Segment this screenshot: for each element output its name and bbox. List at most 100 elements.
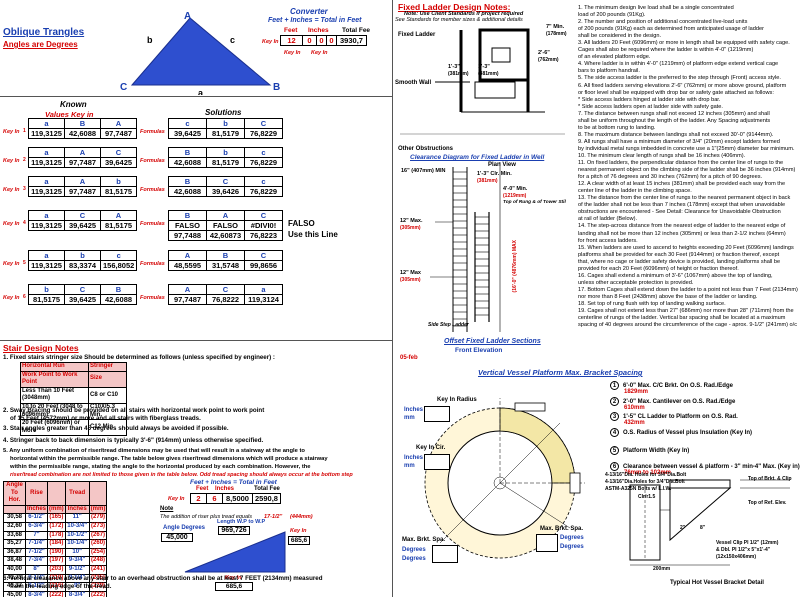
converter-frac2-input[interactable]: 0	[326, 35, 337, 46]
ladder-note-2: See Standards for member sizes & additio…	[395, 17, 523, 23]
stair-note-2: 2. Sway Bracing should be provided on al…	[3, 407, 265, 414]
legend-sub: 1829mm	[624, 389, 649, 395]
length-wp-label: Length W.P to W.P	[217, 519, 266, 525]
ladder-note-line: 7. The distance between rungs shall not …	[578, 110, 770, 117]
known-header-cell: a	[28, 250, 65, 261]
known-value-input[interactable]: 83,3374	[64, 260, 101, 271]
known-value-input[interactable]: 81,5175	[28, 294, 65, 305]
legend-sub: 610mm	[624, 405, 645, 411]
known-value-input[interactable]: 119,3125	[28, 186, 65, 197]
known-value-input[interactable]: 81,5175	[100, 220, 137, 231]
solution-header-cell: B	[168, 147, 207, 158]
stair-note-3: 3. Stair angles greater than 45 degrees …	[3, 425, 229, 432]
ladder-note-line: for a pitch of 76 degrees and 30 inches …	[578, 174, 763, 181]
legend-number-circle: 4	[610, 428, 619, 437]
known-header-cell: b	[28, 284, 65, 295]
converter-inches-input[interactable]: 0	[302, 35, 317, 46]
degrees-input-left[interactable]	[432, 545, 458, 563]
known-value-input[interactable]: 42,6088	[100, 294, 137, 305]
converter-formula: Feet + Inches = Total in Feet	[268, 17, 362, 24]
known-value-input[interactable]: 39,6425	[100, 157, 137, 168]
converter-keyin-footer-1: Key In	[284, 50, 301, 56]
solution-header-cell: C	[244, 250, 283, 261]
degrees-input-right[interactable]	[536, 534, 558, 552]
converter-keyin-footer-2: Key In	[311, 50, 328, 56]
bracket-note-3: ASTM-A325N Bolts w/ L.I.W.	[605, 486, 672, 492]
converter-frac1-input[interactable]: 0	[316, 35, 327, 46]
known-header-cell: a	[28, 147, 65, 158]
radius-input[interactable]	[424, 406, 450, 422]
ladder-note-line: 2. The number and position of additional…	[578, 19, 748, 26]
known-value-input[interactable]: 119,3125	[28, 260, 65, 271]
riser-header	[88, 481, 108, 506]
legend-number-circle: 2	[610, 397, 619, 406]
converter-feet-input[interactable]: 12	[280, 35, 303, 46]
smooth-wall-label: Smooth Wall	[395, 80, 432, 86]
key-in-height-input[interactable]: 685,6	[288, 536, 310, 545]
solution-header-cell: a	[244, 284, 283, 295]
bracket-note-5: Top of Ref. Elev.	[748, 500, 787, 506]
known-value-input[interactable]: 39,6425	[64, 220, 101, 231]
ladder-note-line: 5. The side access ladder is the preferr…	[578, 75, 781, 82]
row-number: 5	[23, 260, 26, 266]
cir-input[interactable]	[424, 454, 450, 470]
riser-cell: 7-3/4"	[24, 556, 49, 566]
legend-number-circle: 1	[610, 381, 619, 390]
solution-value: FALSO	[206, 220, 245, 231]
legend-text: 2'-0" Max. Cantilever on O.S. Rad./Edge	[623, 399, 736, 405]
vessel-platform-diagram	[424, 398, 585, 559]
stair-calc-feet-input[interactable]: 2	[190, 493, 207, 504]
riser-cell: 38,48	[3, 556, 26, 566]
riser-cell: (222)	[47, 590, 66, 597]
stair-note-2b: of 15 Feet (4572mm) or more and all stai…	[10, 415, 201, 422]
stair-calc-total-header: Total Fee	[254, 486, 280, 492]
stringer-run-1: Less Than 10 Feet (3048mm)	[20, 386, 89, 404]
tri-side-b: b	[147, 35, 153, 45]
ladder-note-line: Cages shall also be required where the l…	[578, 47, 754, 54]
known-header-cell: a	[28, 210, 65, 221]
solution-value: 39,6426	[206, 186, 245, 197]
ladder-dim-12max-a: 12" Max.	[400, 218, 423, 224]
stair-note-5: 5. Any uniform combination of riser/trea…	[3, 448, 305, 454]
riser-cell: 30,58	[3, 513, 26, 523]
tri-vertex-a: A	[184, 11, 191, 22]
known-value-input[interactable]: 42,6088	[64, 128, 101, 139]
ladder-note-line: bars to platform handrail.	[578, 68, 640, 75]
known-value-input[interactable]: 119,3125	[28, 157, 65, 168]
ladder-dim-16ft: (16'-0" (4876mm) MAX	[512, 240, 518, 293]
stair-note-6b: from the leading edge of the tread.	[10, 583, 112, 590]
fixed-ladder-diagram	[400, 28, 565, 332]
solution-header-cell: c	[244, 176, 283, 187]
radius-inches-label: Inches	[404, 407, 424, 413]
known-value-input[interactable]: 97,7487	[64, 186, 101, 197]
degrees-label-right-2: Degrees	[560, 544, 584, 550]
known-value-input[interactable]: 119,3125	[28, 220, 65, 231]
riser-cell: 10-1/2"	[64, 530, 90, 541]
key-in-label: Key In	[3, 295, 20, 301]
known-value-input[interactable]: 97,7487	[100, 128, 137, 139]
row-number: 4	[23, 220, 26, 226]
tri-vertex-c: C	[120, 82, 127, 93]
stair-calc-total: 8,5000	[222, 493, 253, 504]
solution-header-cell: B	[206, 250, 245, 261]
legend-text: Platform Width (Key In)	[623, 448, 690, 454]
stair-note-5b: horizontal within the permissible range.…	[10, 456, 328, 462]
known-value-input[interactable]: 156,8052	[99, 260, 138, 271]
known-value-input[interactable]: 39,6425	[64, 294, 101, 305]
legend-sub: 432mm	[624, 420, 645, 426]
ladder-note-line: 12. A clear width of at least 15 inches …	[578, 181, 786, 188]
bracket-note-8: (12x150x406mm)	[716, 554, 757, 560]
key-in-base-input[interactable]: 685,6	[215, 582, 253, 591]
angle-degrees-input[interactable]: 45,000	[161, 533, 193, 542]
known-value-input[interactable]: 119,3125	[28, 128, 65, 139]
known-value-input[interactable]: 97,7487	[64, 157, 101, 168]
known-value-input[interactable]: 81,5175	[100, 186, 137, 197]
stair-notes-title: Stair Design Notes	[3, 343, 79, 353]
stair-calc-inches-input[interactable]: 6	[206, 493, 223, 504]
stair-calc-keyin: Key In	[168, 496, 185, 502]
riser-cell: (267)	[88, 530, 108, 541]
